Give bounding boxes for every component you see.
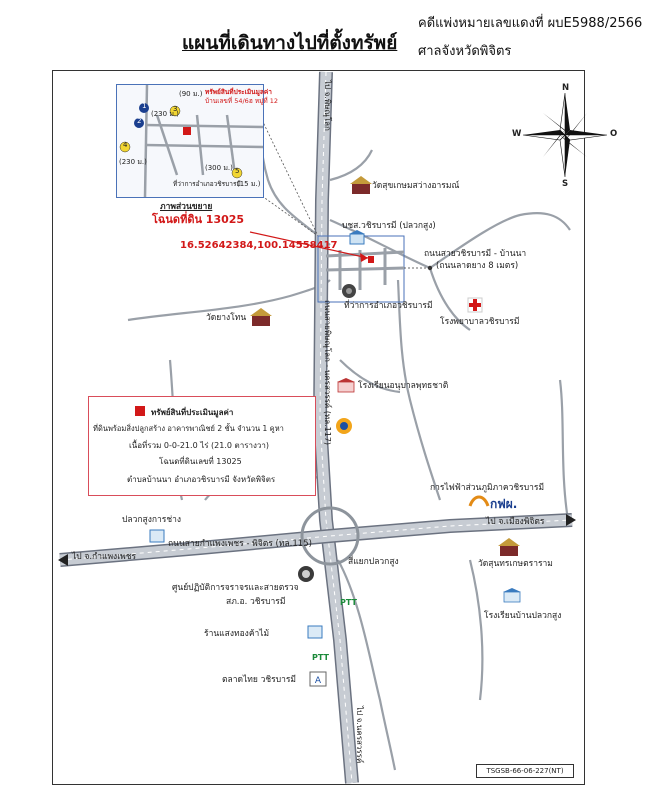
- legend-title: ทรัพย์สินที่ประเมินมูลค่า: [151, 408, 234, 417]
- inset-dist-2: (230 ม.): [151, 110, 179, 118]
- town-grid: [325, 248, 405, 290]
- label-center: ศูนย์ปฏิบัติการจราจรและสายตรวจ: [172, 583, 299, 593]
- arrow-east-icon: [566, 514, 576, 526]
- label-shop: ร้านแสงทองค้าไม้: [204, 629, 270, 639]
- interchange: [300, 506, 360, 566]
- deed-number: โฉนดที่ดิน 13025: [152, 213, 245, 226]
- label-road-117: ถนนสายพิษณุโลก - นครสวรรค์ (ทล.117): [323, 300, 332, 446]
- pea-logo-icon: [468, 495, 490, 507]
- fuel-station-icon: [336, 418, 352, 434]
- hardware-shop-icon: [149, 529, 165, 543]
- property-marker: [368, 256, 374, 263]
- label-road-east: ถนนสายวชิรบารมี - บ้านนา: [424, 249, 527, 259]
- inset-marker-3: 3: [173, 105, 178, 113]
- pointer-line: [249, 231, 369, 259]
- inset-marker-4: 4: [123, 141, 128, 149]
- compass-rose: [522, 92, 608, 178]
- label-market-2: ตลาดไทย วชิรบารมี: [222, 675, 297, 685]
- temple-icon-2: [250, 308, 272, 326]
- header-title: แผนที่เดินทางไปที่ตั้งทรัพย์: [182, 32, 398, 54]
- arrow-west-icon: [58, 554, 68, 566]
- shop-icon: [307, 625, 323, 639]
- police-center-icon: [298, 566, 314, 582]
- footer-tag: TSGSB-66-06-227(NT): [476, 764, 574, 778]
- label-road-115: ถนนสายกำแพงเพชร - พิจิตร (ทล.115): [168, 539, 312, 549]
- legend-line-3: โฉนดที่ดินเลขที่ 13025: [159, 457, 242, 466]
- market-icon: A: [309, 671, 327, 687]
- highway-115: [58, 513, 576, 567]
- inset-canvas: [119, 84, 264, 198]
- inset-dist-4: (300 ม.): [205, 164, 233, 172]
- inset-caption: ภาพส่วนขยาย: [160, 202, 213, 212]
- legend-line-2: เนื้อที่รวม 0-0-21.0 ไร่ (21.0 ตารางวา): [129, 441, 270, 450]
- label-pea-logo: กฟผ.: [490, 497, 518, 511]
- coordinates: 16.52642384,100.14558417: [180, 240, 338, 251]
- label-district-office: ที่ว่าการอำเภอวชิรบารมี: [344, 301, 433, 311]
- compass-w: W: [512, 129, 522, 139]
- compass-s: S: [562, 179, 569, 189]
- hospital-icon: [467, 297, 483, 313]
- label-temple-1: วัดสุขเกษมสว่างอารมณ์: [372, 181, 460, 191]
- svg-text:A: A: [315, 676, 322, 686]
- highway-117: [312, 71, 359, 784]
- inset-connectors: [261, 119, 319, 237]
- temple-icon-1: [350, 176, 372, 194]
- bank-icon: [349, 230, 365, 245]
- label-temple-2: วัดยางโทน: [206, 313, 247, 323]
- temple-icon-3: [498, 538, 520, 556]
- label-junction: สี่แยกปลวกสูง: [348, 557, 399, 567]
- government-office-icon: [342, 284, 356, 298]
- label-center-2: สภ.อ. วชิรบารมี: [226, 597, 286, 607]
- header-case-number: คดีแพ่งหมายเลขแดงที่ ผบE5988/2566: [418, 16, 643, 31]
- legend-line-4: ตำบลบ้านนา อำเภอวชิรบารมี จังหวัดพิจิตร: [127, 475, 276, 484]
- label-to-kamphaeng: ไป จ.กำแพงเพชร: [72, 552, 137, 562]
- ptt-badge-1: PTT: [340, 598, 358, 607]
- label-road-east-2: (ถนนลาดยาง 8 เมตร): [436, 261, 519, 271]
- inset-dist-5: (15 ม.): [237, 180, 261, 188]
- inset-marker-2: 2: [137, 117, 142, 125]
- header-court: ศาลจังหวัดพิจิตร: [418, 44, 512, 59]
- inset-property-note-1: ทรัพย์สินที่ประเมินมูลค่า: [205, 88, 272, 96]
- label-school-1: โรงเรียนอนุบาลพุทธชาติ: [358, 381, 449, 391]
- inset-dist-1: (90 ม.): [179, 90, 203, 98]
- inset-property-note-2: บ้านเลขที่ 54/6ฮ หมู่ที่ 12: [205, 97, 279, 105]
- inset-dist-3: (230 ม.): [119, 158, 147, 166]
- legend-swatch: [135, 406, 145, 416]
- label-hospital: โรงพยาบาลวชิรบารมี: [440, 317, 520, 327]
- school-icon-2: [503, 588, 521, 603]
- inset-office: ที่ว่าการอำเภอวชิรบารมี: [173, 180, 241, 188]
- compass-e: O: [610, 129, 618, 139]
- label-bank: บชส.วชิรบารมี (ปลวกสูง): [342, 221, 436, 231]
- label-to-phichit: ไป จ.เมืองพิจิตร: [486, 517, 545, 527]
- label-temple-3: วัดสุนทรเกษตราราม: [478, 559, 553, 569]
- ptt-badge-2: PTT: [312, 653, 330, 662]
- school-icon-1: [337, 378, 355, 393]
- inset-map: 1 2 3 4 5 (90 ม.) (230 ม.) (230 ม.) (300…: [116, 84, 278, 198]
- compass-n: N: [562, 83, 570, 93]
- legend-line-1: ที่ดินพร้อมสิ่งปลูกสร้าง อาคารพาณิชย์ 2 …: [93, 424, 284, 433]
- label-to-phitsanulok: ไป จ.พิษณุโลก: [323, 80, 332, 131]
- inset-marker-1: 1: [142, 102, 147, 110]
- label-pea: การไฟฟ้าส่วนภูมิภาควชิรบารมี: [430, 483, 545, 493]
- label-market-1: ปลวกสูงการช่าง: [122, 515, 182, 525]
- legend-box: ทรัพย์สินที่ประเมินมูลค่า ที่ดินพร้อมสิ่…: [88, 396, 316, 496]
- label-school-2: โรงเรียนบ้านปลวกสูง: [484, 611, 562, 621]
- label-to-nakhonsawan: ไป จ.นครสวรรค์: [355, 706, 364, 764]
- inset-marker-5: 5: [235, 167, 240, 175]
